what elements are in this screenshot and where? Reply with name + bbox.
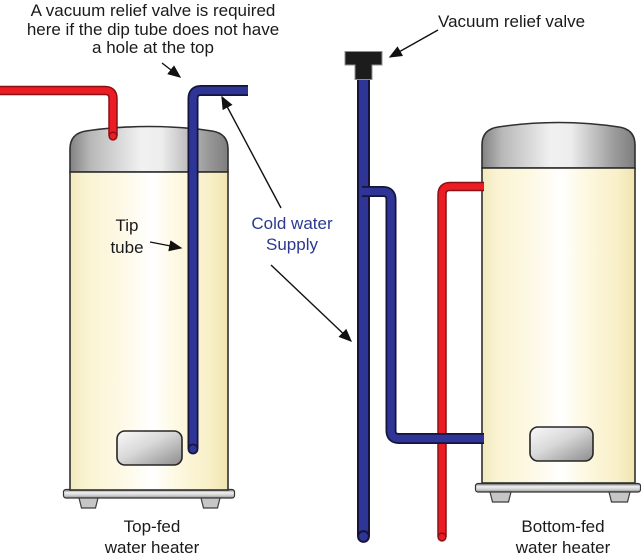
hot-water-pipe-left bbox=[0, 85, 118, 141]
right-heater-base bbox=[474, 482, 641, 493]
arrow-tiptube-to-pipe bbox=[149, 240, 183, 252]
left-water-heater bbox=[62, 125, 236, 509]
left-heater-foot-left bbox=[78, 497, 99, 509]
right-heater-foot-left bbox=[489, 491, 512, 503]
left-heater-cap bbox=[69, 125, 229, 173]
hot-water-pipe-right bbox=[437, 181, 484, 542]
left-heater-access-panel bbox=[116, 430, 183, 466]
dip-tube-pipe bbox=[187, 85, 248, 455]
arrow-label-to-valve bbox=[388, 29, 439, 58]
vacuum-relief-valve-label: Vacuum relief valve bbox=[438, 12, 586, 31]
arrow-note-to-dip-elbow bbox=[161, 62, 182, 78]
arrow-coldwater-to-riser bbox=[270, 264, 353, 342]
arrow-coldwater-to-top-pipe bbox=[221, 95, 282, 209]
left-heater-caption: Top-fed water heater bbox=[104, 517, 200, 557]
cold-water-supply-label: Cold water Supply bbox=[251, 214, 333, 254]
right-water-heater bbox=[474, 121, 641, 503]
tip-tube-label: Tip tube bbox=[110, 216, 144, 257]
cold-water-supply-pipe bbox=[357, 70, 370, 543]
right-heater-access-panel bbox=[529, 426, 594, 462]
vacuum-relief-valve bbox=[344, 51, 383, 80]
top-note-text: A vacuum relief valve is required here i… bbox=[26, 1, 280, 57]
cold-water-branch-pipe bbox=[362, 186, 484, 444]
right-heater-caption: Bottom-fed water heater bbox=[515, 517, 611, 557]
annotation-arrows bbox=[149, 29, 439, 342]
right-heater-foot-right bbox=[608, 491, 631, 503]
left-heater-foot-right bbox=[200, 497, 221, 509]
right-heater-cap bbox=[481, 121, 636, 169]
